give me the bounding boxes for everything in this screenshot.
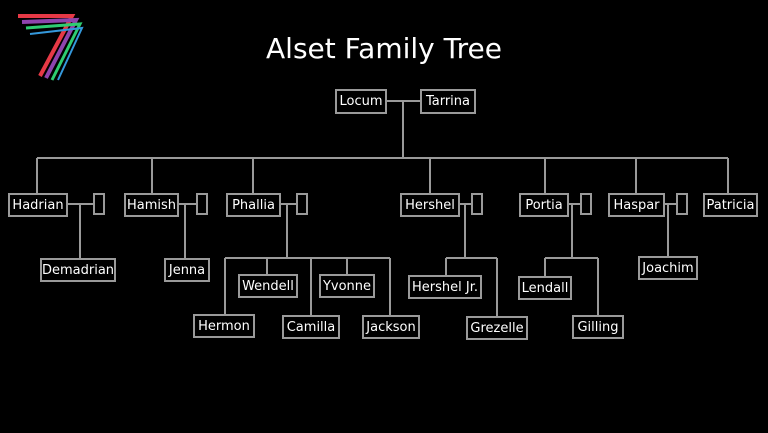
spouse-placeholder-hershel [471,193,483,215]
spouse-placeholder-hadrian [93,193,105,215]
person-node-hershel-jr: Hershel Jr. [408,275,482,299]
diagram-title: Alset Family Tree [266,32,502,65]
spouse-placeholder-portia [580,193,592,215]
person-node-hershel: Hershel [400,193,460,217]
spouse-placeholder-hamish [196,193,208,215]
person-node-hamish: Hamish [124,193,179,217]
person-node-joachim: Joachim [638,256,698,280]
stylized-7-logo-icon [18,14,84,81]
person-node-hadrian: Hadrian [8,193,68,217]
person-node-haspar: Haspar [608,193,665,217]
person-node-phallia: Phallia [226,193,281,217]
person-node-hermon: Hermon [193,314,255,338]
person-node-camilla: Camilla [282,315,340,339]
person-node-jenna: Jenna [164,258,210,282]
person-node-lendall: Lendall [518,276,572,300]
person-node-tarrina: Tarrina [420,89,476,114]
person-node-grezelle: Grezelle [466,316,528,340]
person-node-yvonne: Yvonne [319,274,375,298]
person-node-jackson: Jackson [362,315,420,339]
person-node-wendell: Wendell [238,274,298,298]
person-node-locum: Locum [335,89,387,114]
spouse-placeholder-phallia [296,193,308,215]
person-node-gilling: Gilling [572,315,624,339]
person-node-demadrian: Demadrian [40,258,116,282]
person-node-patricia: Patricia [703,193,758,217]
spouse-placeholder-haspar [676,193,688,215]
person-node-portia: Portia [519,193,569,217]
